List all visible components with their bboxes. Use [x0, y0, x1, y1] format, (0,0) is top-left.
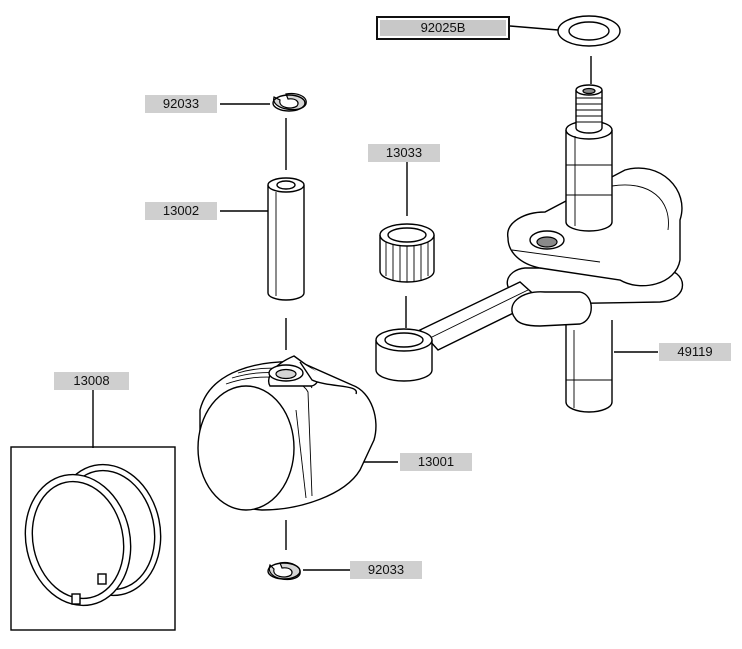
part-label-92025b[interactable]: 92025B — [376, 16, 510, 40]
washer-92025b — [557, 15, 621, 47]
piston-13001 — [197, 355, 377, 511]
part-label-92033-top[interactable]: 92033 — [145, 95, 217, 113]
part-label-49119[interactable]: 49119 — [659, 343, 731, 361]
circlip-92033-top — [272, 92, 307, 112]
part-label-13008[interactable]: 13008 — [54, 372, 129, 390]
piston-rings-13008 — [10, 446, 176, 631]
part-label-92033-bottom[interactable]: 92033 — [350, 561, 422, 579]
part-label-13002[interactable]: 13002 — [145, 202, 217, 220]
crankshaft-49119 — [375, 84, 684, 413]
needle-bearing-13033 — [379, 223, 435, 283]
piston-pin-13002 — [267, 177, 305, 301]
part-label-13001[interactable]: 13001 — [400, 453, 472, 471]
leader-lines — [92, 25, 658, 571]
circlip-92033-bottom — [267, 561, 301, 581]
part-label-13033[interactable]: 13033 — [368, 144, 440, 162]
